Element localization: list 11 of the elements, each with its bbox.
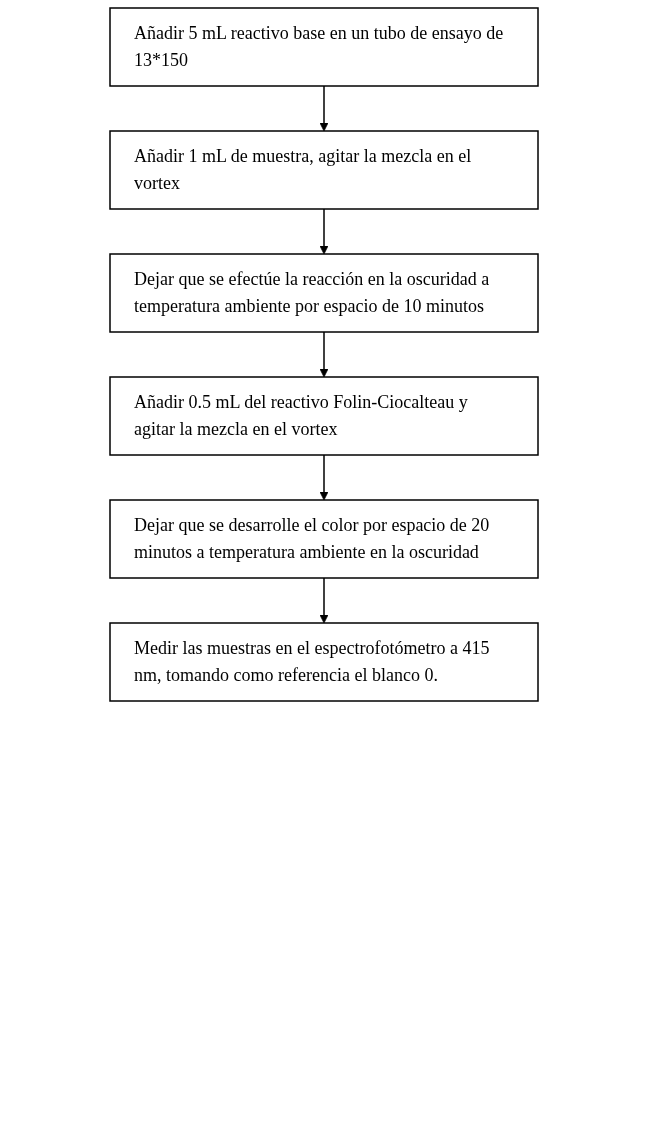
node-box: Añadir 0.5 mL del reactivo Folin-Ciocalteau y agitar la mezcla en el vortex (108, 376, 539, 456)
arrow (319, 85, 328, 132)
node-box: Añadir 1 mL de muestra, agitar la mezcla en el vortex (108, 130, 539, 210)
arrow (319, 331, 328, 378)
arrow (319, 208, 328, 255)
arrow (319, 454, 328, 501)
node-box: Medir las muestras en el espectrofotómetro a 415 nm, tomando como referencia el blanco 0. (108, 622, 539, 702)
node-box: Dejar que se desarrolle el color por espacio de 20 minutos a temperatura ambiente en la oscuridad (108, 499, 539, 579)
node-box: Dejar que se efectúe la reacción en la oscuridad a temperatura ambiente por espacio de 10 minutos (108, 253, 539, 333)
node-box: Añadir 5 mL reactivo base en un tubo de ensayo de 13*150 (108, 7, 539, 87)
arrow (319, 577, 328, 624)
